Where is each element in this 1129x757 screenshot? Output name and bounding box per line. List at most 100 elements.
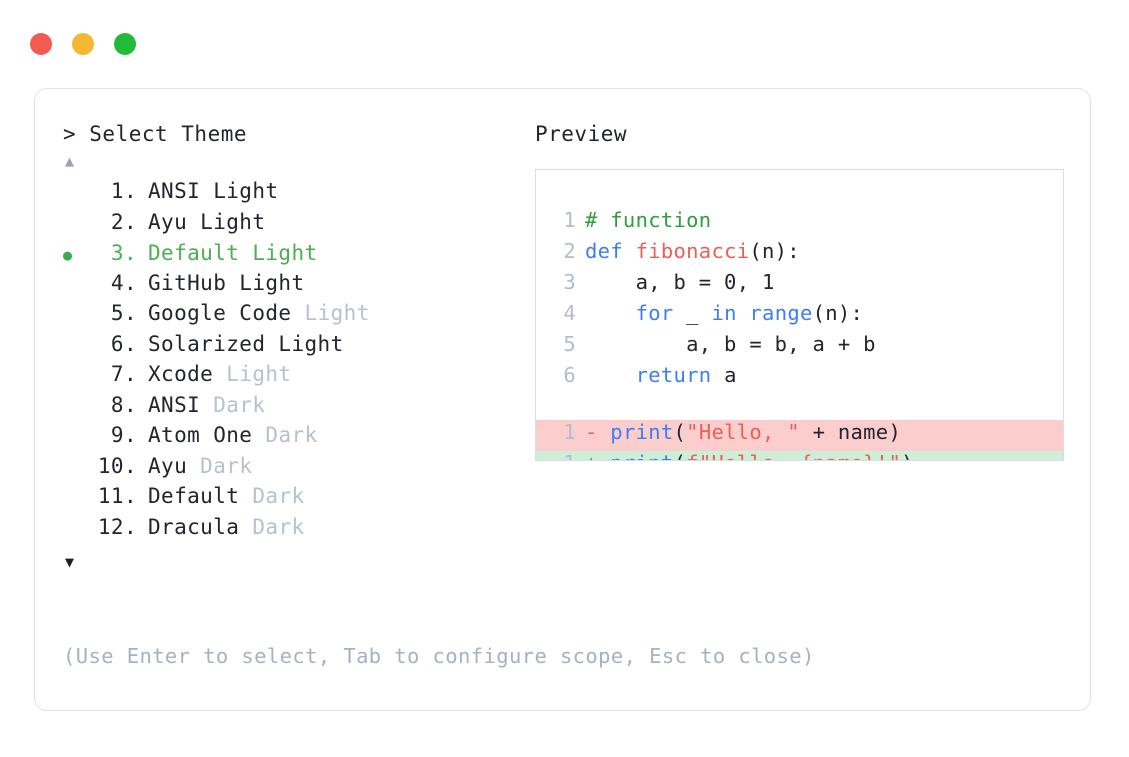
keyboard-hint: (Use Enter to select, Tab to configure s… [63,644,815,668]
theme-index: 7. [110,362,137,386]
theme-variant: Dark [239,514,305,539]
theme-name: ANSI [148,392,201,417]
code-text: a, b = 0, 1 [576,270,775,294]
code-line: 5 a, b = b, a + b [536,332,1063,363]
theme-name: Solarized Light [148,331,344,356]
theme-index: 10. [97,453,137,478]
code-text: return a [576,363,737,387]
theme-variant: Dark [200,392,266,417]
code-token: ( [673,420,687,444]
code-token: - [585,420,611,444]
theme-index: 3. [110,241,137,265]
code-token: (n): [812,301,864,325]
code-token: _ [673,301,712,325]
line-number: 4 [563,301,576,325]
line-number: 6 [563,363,576,387]
theme-index: 5. [110,301,137,325]
theme-list-item[interactable]: 6. Solarized Light [63,332,533,363]
code-text: for _ in range(n): [576,301,863,325]
theme-list-item[interactable]: 4. GitHub Light [63,271,533,302]
theme-variant: Dark [239,484,305,508]
minimize-dot[interactable] [72,33,94,55]
selected-dot-icon: ● [63,246,73,264]
code-text: # function [576,208,711,232]
code-token: f"Hello, {name}!" [686,451,901,460]
theme-list-item[interactable]: 11. Default Dark [63,484,533,515]
code-token: (n): [749,239,800,263]
theme-index: 9. [110,423,137,447]
code-blank-line [536,394,1063,420]
theme-list-item[interactable]: 12. Dracula Dark [63,515,533,546]
theme-name: Ayu [148,453,188,478]
theme-list-item[interactable]: 5. Google Code Light [63,301,533,332]
code-token: range [749,301,813,325]
line-number: 1 [563,208,576,232]
code-text: + print(f"Hello, {name}!") [576,451,914,460]
scroll-down-icon[interactable]: ▼ [65,553,75,571]
maximize-dot[interactable] [114,33,136,55]
theme-list-item[interactable]: 9. Atom One Dark [63,423,533,454]
line-number: 1 [563,420,576,444]
code-token: in [711,301,737,325]
close-dot[interactable] [30,33,52,55]
theme-index: 4. [110,270,137,295]
code-line: 4 for _ in range(n): [536,301,1063,332]
code-text: def fibonacci(n): [576,239,800,263]
theme-name: Xcode [148,362,214,386]
preview-label: Preview [535,122,628,146]
theme-variant: Dark [187,453,253,478]
code-token [737,301,750,325]
code-token: fibonacci [635,239,750,263]
theme-name: Default Light [148,241,318,265]
theme-index: 12. [97,514,137,539]
window-controls [30,33,136,55]
code-token: a, b = b, a + b [585,332,876,356]
scroll-up-icon[interactable]: ▲ [65,152,75,170]
theme-index: 1. [110,179,137,203]
line-number: 2 [563,239,576,263]
theme-list-item[interactable]: 10. Ayu Dark [63,454,533,485]
code-token: return [635,363,712,387]
theme-index: 2. [110,209,137,234]
theme-picker-card: > Select Theme ▲ 1. ANSI Light 2. Ayu Light… [34,88,1091,711]
theme-variant: Light [291,301,370,325]
theme-name: Dracula [148,514,240,539]
code-token: print [610,420,674,444]
code-token: "Hello, " [686,420,800,444]
theme-list-item[interactable]: 7.Xcode Light [63,362,533,393]
theme-name: Atom One [148,423,253,447]
theme-index: 6. [110,331,137,356]
theme-name: Google Code [148,301,292,325]
theme-name: ANSI Light [148,179,279,203]
theme-selector-pane: > Select Theme ▲ 1. ANSI Light 2. Ayu Light… [63,119,533,575]
theme-name: Ayu Light [148,209,266,234]
theme-index: 8. [110,392,137,417]
theme-index: 11. [97,484,137,508]
code-token: + [585,451,610,460]
code-line: 1# function [536,208,1063,239]
prompt-label: > Select Theme [63,122,248,146]
code-token [585,363,636,387]
code-token: a, b = 0, 1 [585,270,775,294]
code-token: ( [674,451,687,460]
line-number: 3 [563,270,576,294]
code-token [623,239,636,263]
theme-variant: Dark [252,423,318,447]
code-token: print [610,451,673,460]
theme-list-item[interactable]: ● 3. Default Light [63,240,533,271]
line-number: 5 [563,332,576,356]
code-token: ) [901,451,914,460]
code-line: 3 a, b = 0, 1 [536,270,1063,301]
code-token: for [635,301,674,325]
theme-list-item[interactable]: 8. ANSI Dark [63,393,533,424]
theme-name: GitHub Light [148,270,305,295]
theme-list-item[interactable]: 1. ANSI Light [63,179,533,210]
theme-name: Default [148,484,240,508]
theme-list-item[interactable]: 2. Ayu Light [63,210,533,241]
line-number: 1 [536,451,576,460]
code-line-added: 1+ print(f"Hello, {name}!") [536,451,1063,460]
